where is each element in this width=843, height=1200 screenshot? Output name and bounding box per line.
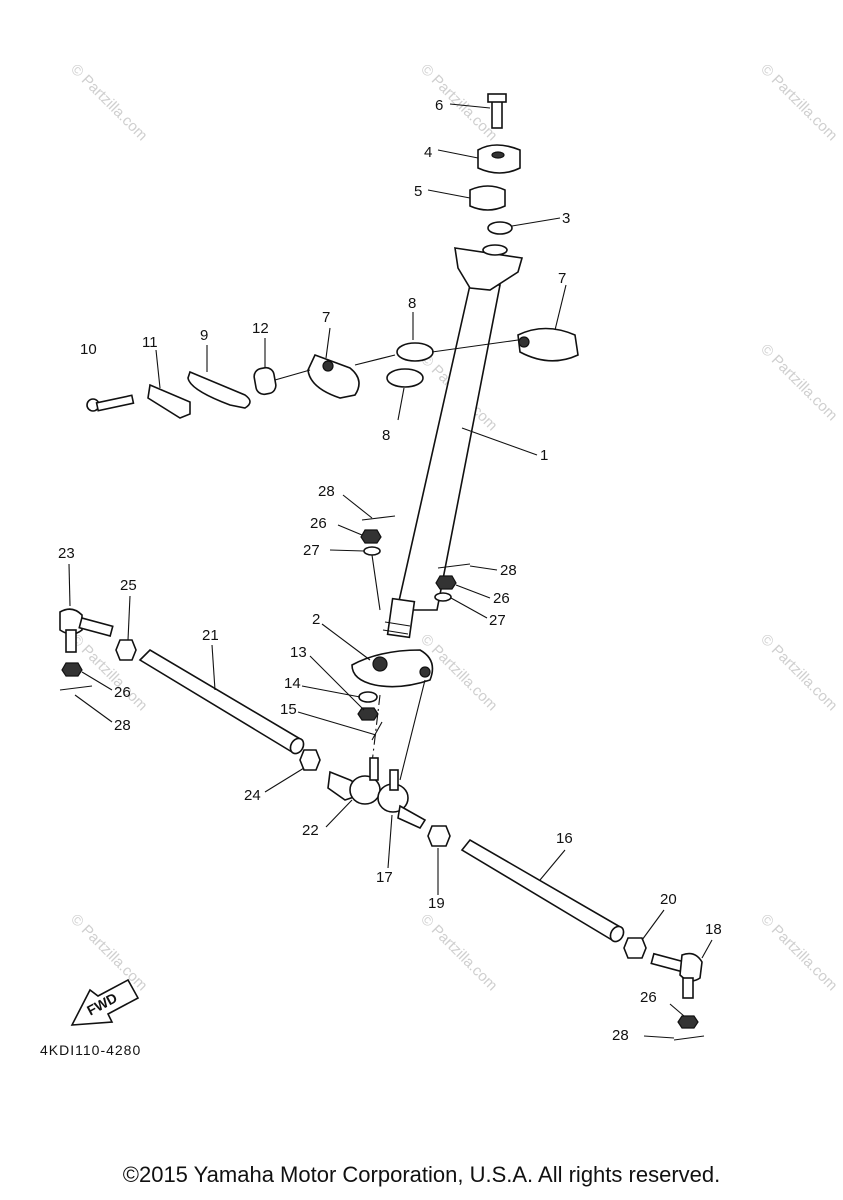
pin-28-a <box>361 515 396 521</box>
callout-3: 3 <box>562 210 570 227</box>
callout-5: 5 <box>414 183 422 200</box>
callout-8-upper: 8 <box>408 295 416 312</box>
callout-26-c: 26 <box>114 684 131 701</box>
callout-28-b: 28 <box>500 562 517 579</box>
callout-22: 22 <box>302 822 319 839</box>
callout-17: 17 <box>376 869 393 886</box>
holder-upper-4 <box>477 144 521 174</box>
washer-14 <box>358 691 378 703</box>
column-holder-parts <box>307 327 579 399</box>
holder-7-left <box>307 353 360 399</box>
watermark-text: © Partzilla.com <box>757 61 840 144</box>
callout-26-b: 26 <box>493 590 510 607</box>
nut-26-c <box>61 662 83 677</box>
pitman-arm-2 <box>351 649 434 688</box>
cap-3 <box>487 221 513 235</box>
watermark-text: © Partzilla.com <box>67 61 150 144</box>
callout-7-right: 7 <box>558 270 566 287</box>
nut-13 <box>357 707 379 721</box>
nut-24 <box>299 749 321 771</box>
holder-7-right <box>517 327 579 362</box>
collar-12 <box>253 366 277 396</box>
nut-25 <box>115 639 137 661</box>
callout-23: 23 <box>58 545 75 562</box>
callout-6: 6 <box>435 97 443 114</box>
tie-rod-16 <box>460 838 624 942</box>
callout-7-left: 7 <box>322 309 330 326</box>
handlebar-holder-parts <box>469 93 521 235</box>
nut-26-d <box>677 1015 699 1029</box>
watermark-text: © Partzilla.com <box>757 911 840 994</box>
tie-rod-21 <box>138 648 304 754</box>
callout-28-c: 28 <box>114 717 131 734</box>
rod-end-23 <box>59 608 83 635</box>
callout-1: 1 <box>540 447 548 464</box>
pin-28-d <box>673 1035 705 1041</box>
plate-11 <box>147 383 191 419</box>
right-tie-rod-assembly <box>460 838 705 1041</box>
nut-26-b <box>435 575 457 590</box>
bushing-8-lower <box>386 368 424 388</box>
callout-20: 20 <box>660 891 677 908</box>
pin-28-c <box>59 685 93 691</box>
lever-parts <box>86 366 311 419</box>
nut-26-a <box>360 529 382 544</box>
rod-end-18 <box>679 952 703 982</box>
plate-9 <box>187 370 251 409</box>
fwd-arrow-icon <box>70 978 140 1026</box>
nut-20 <box>623 937 647 959</box>
steering-column <box>382 244 524 639</box>
callout-19: 19 <box>428 895 445 912</box>
callout-15: 15 <box>280 701 297 718</box>
callout-4: 4 <box>424 144 432 161</box>
callout-28-d: 28 <box>612 1027 629 1044</box>
callout-27-b: 27 <box>489 612 506 629</box>
callout-8-lower: 8 <box>382 427 390 444</box>
pitman-arm-parts <box>351 649 434 781</box>
callout-9: 9 <box>200 327 208 344</box>
callout-14: 14 <box>284 675 301 692</box>
callout-13: 13 <box>290 644 307 661</box>
washer-27-a <box>363 546 381 556</box>
watermark-text: © Partzilla.com <box>417 911 500 994</box>
callout-10: 10 <box>80 341 97 358</box>
callout-labels: 6 4 5 3 7 7 8 8 12 9 11 10 1 28 26 27 28… <box>58 97 722 1044</box>
callout-24: 24 <box>244 787 261 804</box>
callout-12: 12 <box>252 320 269 337</box>
callout-25: 25 <box>120 577 137 594</box>
pin-15 <box>371 721 383 741</box>
relay-rod-assembly <box>327 757 451 847</box>
nut-19 <box>427 825 451 847</box>
left-tie-rod-assembly <box>59 608 321 771</box>
callout-2: 2 <box>312 611 320 628</box>
callout-27-a: 27 <box>303 542 320 559</box>
watermark-layer: © Partzilla.com © Partzilla.com © Partzi… <box>67 61 840 994</box>
washer-27-b <box>434 592 452 602</box>
drawing-code: 4KDI110-4280 <box>40 1042 142 1058</box>
watermark-text: © Partzilla.com <box>67 911 150 994</box>
callout-28-a: 28 <box>318 483 335 500</box>
callout-21: 21 <box>202 627 219 644</box>
leader-lines <box>68 103 713 1039</box>
callout-18: 18 <box>705 921 722 938</box>
bushing-8-upper <box>396 342 434 362</box>
callout-26-d: 26 <box>640 989 657 1006</box>
copyright-notice: ©2015 Yamaha Motor Corporation, U.S.A. A… <box>122 1162 721 1187</box>
holder-lower-5 <box>469 185 506 211</box>
watermark-text: © Partzilla.com <box>757 341 840 424</box>
callout-16: 16 <box>556 830 573 847</box>
callout-26-a: 26 <box>310 515 327 532</box>
watermark-text: © Partzilla.com <box>757 631 840 714</box>
pin-28-b <box>437 563 471 569</box>
callout-11: 11 <box>142 334 158 351</box>
